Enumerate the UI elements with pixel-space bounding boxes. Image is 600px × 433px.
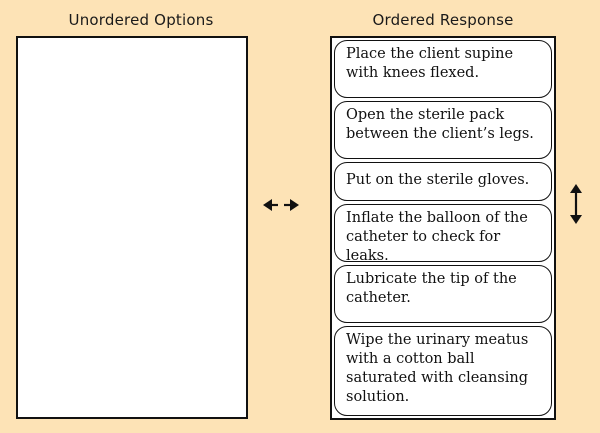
response-item-1-line-1: Place the client supine [346,46,514,62]
double-arrow-vertical-icon[interactable] [568,184,584,224]
double-arrow-horizontal-icon[interactable] [263,197,299,213]
response-item-6-line-1: Wipe the urinary meatus [346,332,529,348]
response-item-4[interactable]: Inflate the balloon of the catheter to c… [334,204,552,264]
response-item-6-line-4: solution. [346,389,410,405]
response-item-3-line-1: Put on the sterile gloves. [346,172,530,188]
response-item-1-line-2: with knees flexed. [346,65,480,81]
response-item-1[interactable]: Place the client supine with knees flexe… [334,40,552,98]
response-item-4-line-2: catheter to check for leaks. [346,229,501,264]
response-item-2-line-1: Open the sterile pack [346,107,505,123]
response-item-4-line-1: Inflate the balloon of the [346,210,528,226]
response-item-2-line-2: between the client’s legs. [346,126,534,142]
response-item-6-line-2: with a cotton ball [346,351,475,367]
response-item-6[interactable]: Wipe the urinary meatus with a cotton ba… [334,326,552,416]
response-item-5[interactable]: Lubricate the tip of the catheter. [334,265,552,323]
response-item-6-line-3: saturated with cleansing [346,370,528,386]
response-item-5-line-1: Lubricate the tip of the [346,271,517,287]
response-item-2[interactable]: Open the sterile pack between the client… [334,101,552,159]
unordered-options-title: Unordered Options [68,11,214,29]
ordered-response-title: Ordered Response [372,11,514,29]
unordered-options-box[interactable] [16,36,248,419]
response-item-5-line-2: catheter. [346,290,411,306]
ordered-response-box[interactable]: Place the client supine with knees flexe… [330,36,556,420]
response-item-3[interactable]: Put on the sterile gloves. [334,162,552,201]
